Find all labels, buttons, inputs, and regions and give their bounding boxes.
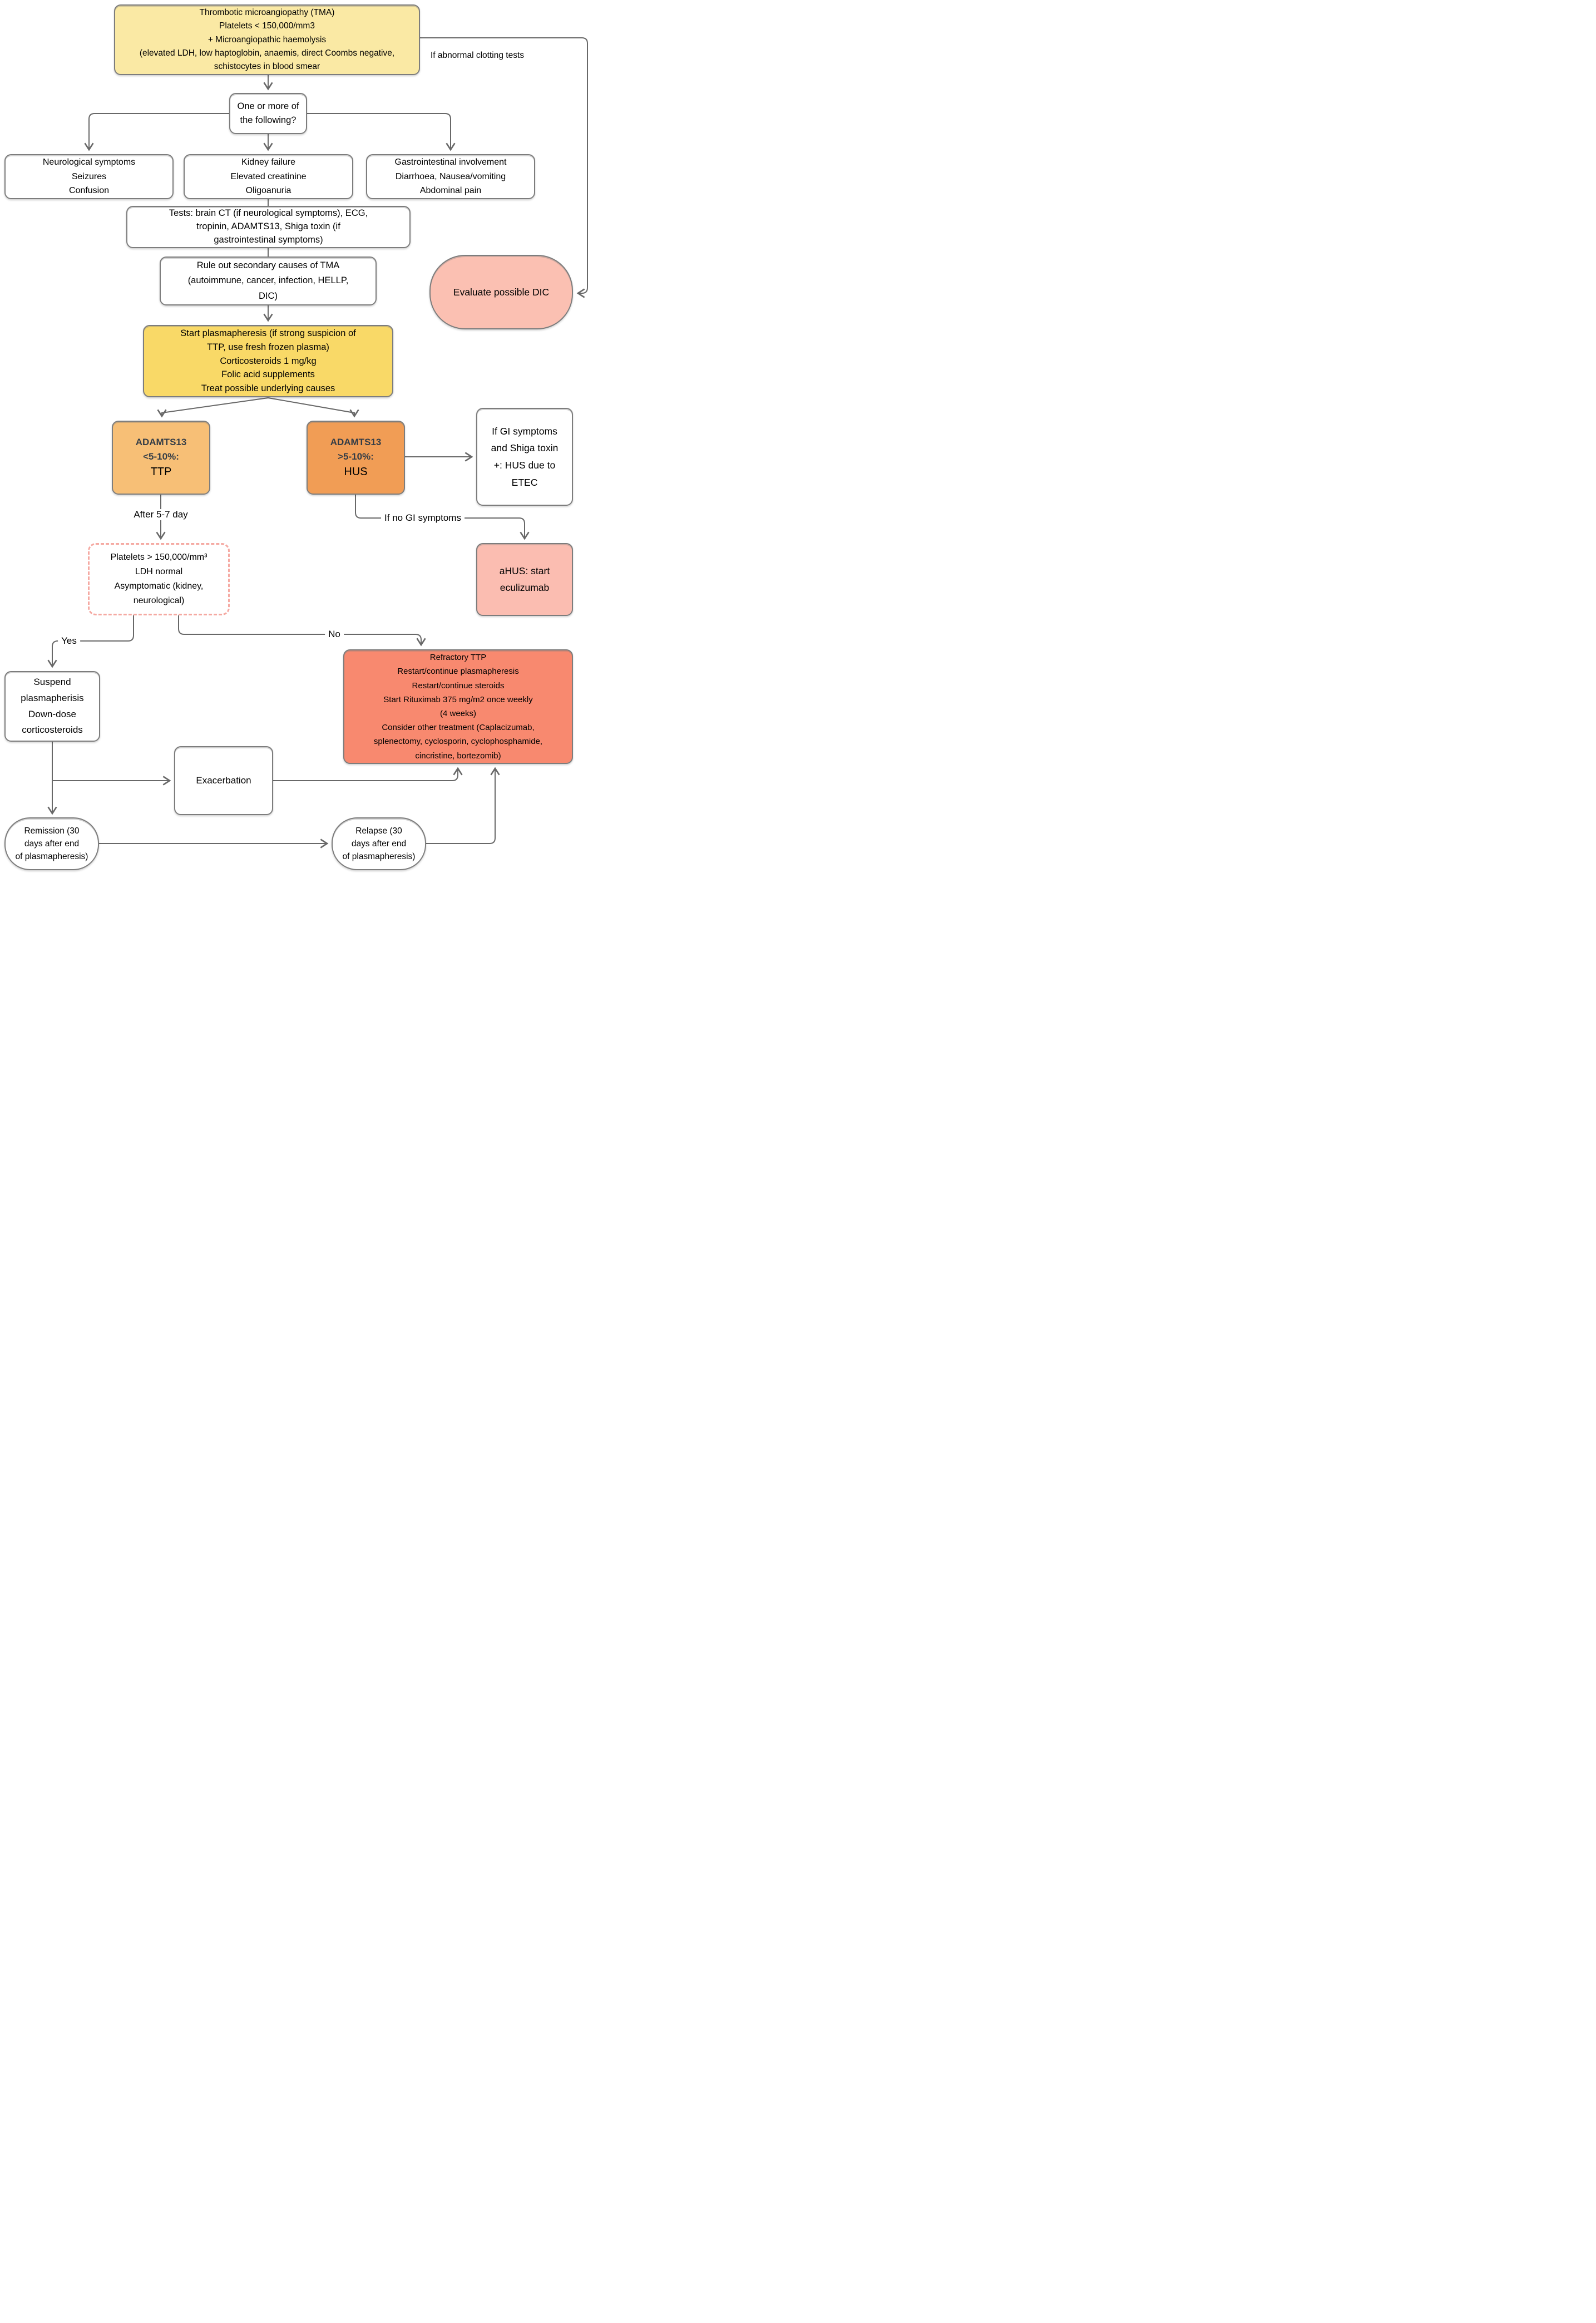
node-line: (elevated LDH, low haptoglobin, anaemis,… xyxy=(139,48,395,58)
edge-exacerbation-to-refractory xyxy=(273,767,463,781)
node-line: ADAMTS13 xyxy=(135,437,187,447)
node-line: Platelets > 150,000/mm³ xyxy=(110,553,207,563)
node-line: LDH normal xyxy=(135,567,183,577)
node-line: One or more of xyxy=(237,101,299,112)
node-line: Asymptomatic (kidney, xyxy=(114,581,204,591)
node-line: TTP, use fresh frozen plasma) xyxy=(207,342,329,352)
node-line: Restart/continue plasmapheresis xyxy=(397,667,519,677)
node-line: ADAMTS13 xyxy=(330,437,382,447)
node-line: gastrointestinal symptoms) xyxy=(214,234,323,245)
node-line: HUS xyxy=(344,466,368,478)
edge-dashed-no-to-refractory xyxy=(178,615,426,647)
node-line: If GI symptoms xyxy=(492,425,557,437)
node-line: aHUS: start xyxy=(499,565,550,576)
node-ahus-start-eculizumab: aHUS: start eculizumab xyxy=(476,543,573,616)
node-line: ETEC xyxy=(511,476,538,488)
node-line: Start Rituximab 375 mg/m2 once weekly xyxy=(383,694,533,704)
node-line: Confusion xyxy=(68,186,110,196)
edge-relapse-to-refractory xyxy=(426,767,500,844)
edge-label-if-abnormal-clotting-tests: If abnormal clotting tests xyxy=(431,51,524,60)
node-line: Folic acid supplements xyxy=(221,369,315,380)
node-line: Refractory TTP xyxy=(429,653,487,663)
node-refractory-ttp: Refractory TTP Restart/continue plasmaphe… xyxy=(343,649,573,764)
node-line: Seizures xyxy=(71,171,107,181)
node-line: Gastrointestinal involvement xyxy=(394,157,507,167)
node-line: eculizumab xyxy=(500,581,550,593)
node-line: tropinin, ADAMTS13, Shiga toxin (if xyxy=(196,221,340,232)
edge-one-or-more-to-neuro xyxy=(84,113,229,151)
edge-label-no: No xyxy=(325,629,344,640)
node-line: Elevated creatinine xyxy=(230,171,307,181)
node-line: <5-10%: xyxy=(143,451,179,462)
node-hus-due-to-etec: If GI symptoms and Shiga toxin +: HUS due … xyxy=(476,408,573,506)
edge-plasma-to-hus xyxy=(268,397,359,418)
node-line: days after end xyxy=(351,839,407,849)
node-line: Suspend xyxy=(33,676,71,687)
node-line: Abdominal pain xyxy=(419,186,482,196)
edge-plasma-to-ttp xyxy=(157,397,269,418)
node-line: Oligoanuria xyxy=(245,186,291,196)
node-line: splenectomy, cyclosporin, cyclophosphami… xyxy=(373,737,543,747)
node-line: (autoimmune, cancer, infection, HELLP, xyxy=(187,275,349,286)
node-line: Kidney failure xyxy=(241,157,295,167)
node-evaluate-possible-dic: Evaluate possible DIC xyxy=(429,255,573,329)
node-line: (4 weeks) xyxy=(439,709,477,718)
node-line: of plasmapheresis) xyxy=(15,852,88,862)
edge-dashed-yes-to-suspend xyxy=(47,615,134,668)
node-line: >5-10%: xyxy=(338,451,374,462)
node-line: Diarrhoea, Nausea/vomiting xyxy=(395,171,506,181)
node-line: Evaluate possible DIC xyxy=(453,286,550,298)
node-line: days after end xyxy=(24,839,80,849)
edge-tma-to-dic xyxy=(420,37,588,298)
node-relapse: Relapse (30 days after end of plasmapheres… xyxy=(332,817,426,870)
edge-one-or-more-to-gastro xyxy=(307,113,456,151)
node-line: corticosteroids xyxy=(22,724,83,736)
node-one-or-more: One or more of the following? xyxy=(229,93,307,134)
node-line: + Microangiopathic haemolysis xyxy=(207,34,327,45)
node-line: cincristine, bortezomib) xyxy=(415,751,501,761)
node-line: Consider other treatment (Caplacizumab, xyxy=(382,723,535,733)
node-adamts13-hus: ADAMTS13 >5-10%: HUS xyxy=(307,421,405,495)
edge-label-if-no-gi-symptoms: If no GI symptoms xyxy=(381,512,465,524)
node-line: Relapse (30 xyxy=(355,826,402,836)
node-line: Corticosteroids 1 mg/kg xyxy=(220,356,317,366)
node-rule-out-secondary-causes: Rule out secondary causes of TMA (autoimm… xyxy=(160,257,377,305)
node-tma: Thrombotic microangiopathy (TMA) Platelet… xyxy=(114,4,420,75)
node-line: +: HUS due to xyxy=(493,460,556,471)
node-line: the following? xyxy=(240,115,297,125)
node-line: Thrombotic microangiopathy (TMA) xyxy=(199,8,335,18)
node-tests: Tests: brain CT (if neurological symptom… xyxy=(126,206,411,248)
node-adamts13-ttp: ADAMTS13 <5-10%: TTP xyxy=(112,421,210,495)
node-line: and Shiga toxin xyxy=(491,442,559,454)
node-line: Start plasmapheresis (if strong suspicio… xyxy=(180,328,356,339)
node-line: Exacerbation xyxy=(196,775,251,786)
node-remission: Remission (30 days after end of plasmapher… xyxy=(4,817,99,870)
edge-label-after-5-7-day: After 5-7 day xyxy=(130,509,191,520)
flowchart-canvas: Thrombotic microangiopathy (TMA) Platelet… xyxy=(0,0,601,875)
node-line: DIC) xyxy=(259,290,278,301)
node-line: Restart/continue steroids xyxy=(412,680,505,691)
node-line: Tests: brain CT (if neurological symptom… xyxy=(169,208,368,219)
node-exacerbation: Exacerbation xyxy=(174,746,273,815)
node-start-plasmapheresis: Start plasmapheresis (if strong suspicio… xyxy=(143,325,393,397)
node-line: of plasmapheresis) xyxy=(342,852,416,862)
node-line: schistocytes in blood smear xyxy=(214,61,320,71)
node-line: Remission (30 xyxy=(24,826,80,836)
node-line: Treat possible underlying causes xyxy=(201,383,335,394)
node-line: Neurological symptoms xyxy=(42,157,136,167)
node-line: Down-dose xyxy=(28,708,76,719)
node-line: neurological) xyxy=(133,595,185,605)
edge-label-yes: Yes xyxy=(58,635,80,647)
node-line: TTP xyxy=(150,466,172,478)
node-line: plasmapherisis xyxy=(21,692,84,703)
node-line: Rule out secondary causes of TMA xyxy=(196,260,340,271)
node-line: Platelets < 150,000/mm3 xyxy=(219,21,315,31)
